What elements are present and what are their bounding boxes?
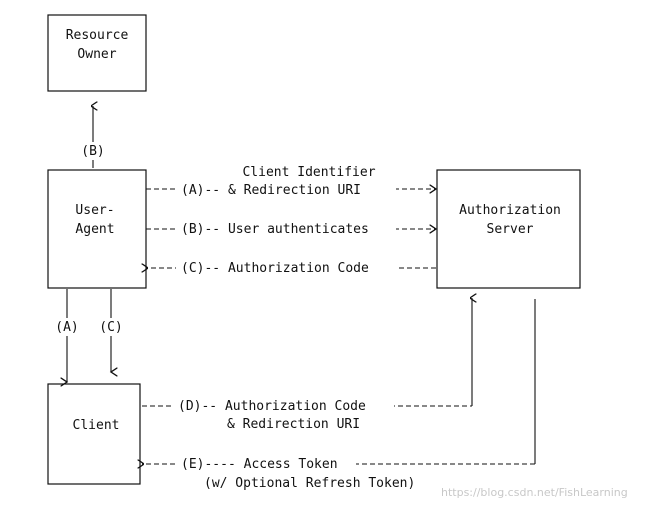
authorization-server-line1: Authorization [459, 203, 561, 218]
user-agent-line2: Agent [75, 222, 114, 237]
a-vertical-connector: (A) [52, 289, 82, 382]
user-agent-box: User- Agent [47, 169, 147, 289]
flow-b-arrow: (B)-- User authenticates [146, 218, 436, 237]
resource-owner-line2: Owner [77, 47, 116, 62]
resource-owner-line1: Resource [66, 28, 129, 43]
flow-d-arrow: (D)-- Authorization Code & Redirection U… [142, 298, 472, 432]
flow-e-label-line1: (E)---- Access Token [181, 457, 338, 472]
flow-d-label-line2: & Redirection URI [227, 417, 360, 432]
user-agent-line1: User- [75, 203, 114, 218]
authorization-server-box: Authorization Server [436, 169, 581, 289]
flow-c-label: (C)-- Authorization Code [181, 261, 369, 276]
flow-a-label-line2: (A)-- & Redirection URI [181, 183, 361, 198]
flow-a-arrow: Client Identifier (A)-- & Redirection UR… [146, 165, 436, 198]
flow-d-label-line1: (D)-- Authorization Code [178, 399, 366, 414]
flow-b-label: (B)-- User authenticates [181, 222, 369, 237]
b-vertical-label: (B) [81, 144, 104, 159]
flow-a-label-line1: Client Identifier [242, 165, 375, 180]
b-vertical-connector: (B) [78, 106, 108, 168]
c-vertical-label: (C) [99, 320, 122, 335]
resource-owner-box: Resource Owner [47, 14, 147, 92]
flow-c-arrow: (C)-- Authorization Code [146, 257, 436, 276]
authorization-server-line2: Server [487, 222, 534, 237]
watermark: https://blog.csdn.net/FishLearning [441, 486, 628, 499]
client-label: Client [73, 418, 120, 433]
flow-e-label-line2: (w/ Optional Refresh Token) [204, 476, 415, 491]
c-vertical-connector: (C) [96, 289, 126, 372]
client-box: Client [47, 383, 141, 485]
flow-e-arrow: (E)---- Access Token (w/ Optional Refres… [142, 299, 536, 491]
a-vertical-label: (A) [55, 320, 78, 335]
